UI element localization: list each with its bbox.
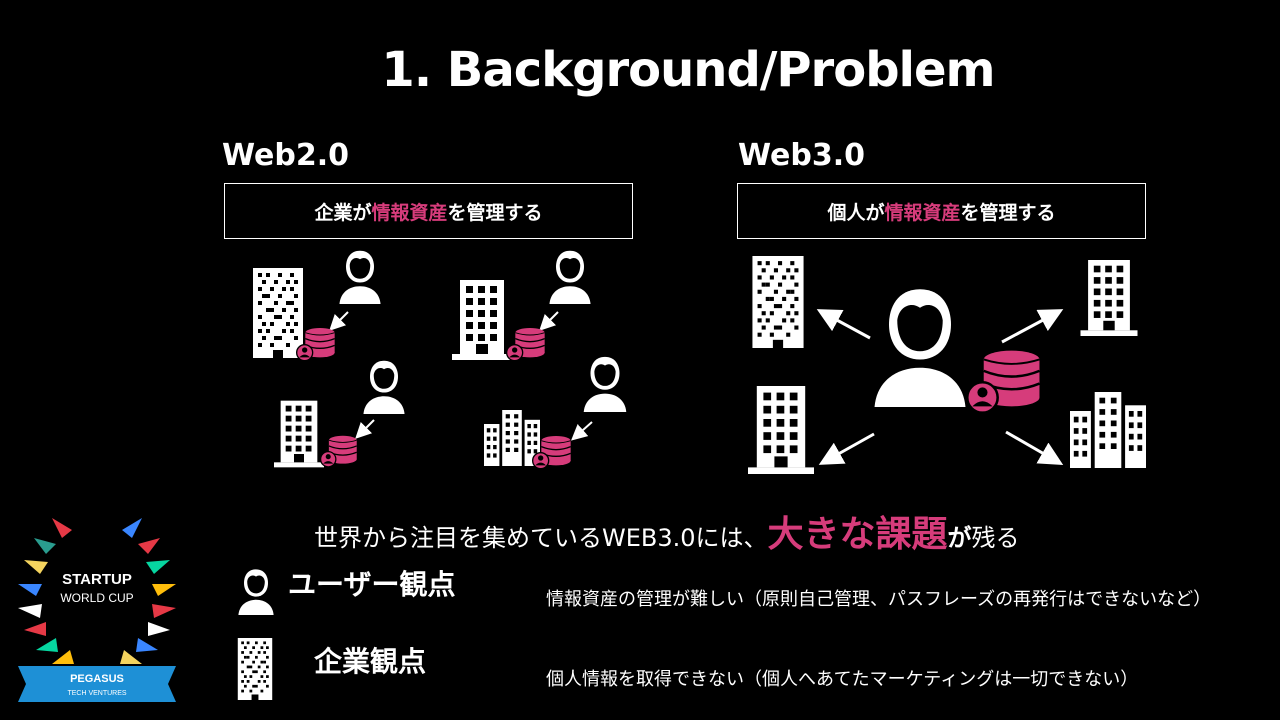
logo-line2: WORLD CUP [60, 591, 133, 605]
database-icon [320, 435, 358, 468]
database-icon [966, 349, 1041, 415]
web2-box-highlight: 情報資産 [371, 201, 448, 224]
office-tower-icon [752, 256, 804, 348]
company-viewpoint-desc: 個人情報を取得できない（個人へあてたマーケティングは一切できない） [546, 669, 1139, 690]
web2-description-box: 企業が情報資産を管理する [224, 183, 633, 239]
logo-line1: STARTUP [62, 571, 132, 588]
summary-post-bold: が [947, 524, 972, 552]
startup-world-cup-logo: STARTUP WORLD CUP PEGASUS TECH VENTURES [18, 518, 176, 702]
summary-pre: 世界から注目を集めているWEB3.0には、 [314, 524, 768, 552]
skyline-icon [484, 410, 540, 466]
person-icon [874, 289, 966, 407]
skyline-icon [1070, 392, 1146, 468]
slide-title: 1. Background/Problem [381, 42, 995, 98]
person-icon [339, 250, 381, 304]
logo-ribbon1: PEGASUS [70, 673, 124, 685]
person-icon [238, 569, 274, 615]
office-building-icon [748, 386, 814, 474]
office-building-icon [274, 400, 324, 468]
web2-box-post: を管理する [447, 201, 543, 224]
office-building-icon [452, 280, 512, 360]
user-viewpoint-label: ユーザー観点 [288, 568, 456, 601]
web3-description-box: 個人が情報資産を管理する [737, 183, 1146, 239]
user-viewpoint-icon [238, 569, 274, 615]
person-icon [583, 356, 627, 412]
office-tower-icon [253, 268, 303, 358]
person-icon [549, 250, 591, 304]
summary-post: 残る [971, 524, 1020, 552]
web3-box-pre: 個人が [827, 201, 885, 224]
summary-line: 世界から注目を集めているWEB3.0には、大きな課題が残る [314, 505, 1020, 557]
web2-heading: Web2.0 [222, 138, 349, 173]
logo-ribbon2: TECH VENTURES [67, 690, 126, 697]
company-viewpoint-icon [237, 638, 273, 700]
company-viewpoint-label: 企業観点 [314, 645, 427, 678]
web3-box-post: を管理する [960, 201, 1056, 224]
office-building-icon [1080, 260, 1138, 336]
web3-box-highlight: 情報資産 [884, 201, 961, 224]
web3-illustration [748, 256, 1146, 474]
summary-highlight: 大きな課題 [767, 514, 948, 555]
user-viewpoint-desc: 情報資産の管理が難しい（原則自己管理、パスフレーズの再発行はできないなど） [546, 589, 1212, 610]
office-tower-icon [237, 638, 273, 700]
person-icon [363, 360, 405, 414]
web2-box-pre: 企業が [314, 201, 372, 224]
web2-illustration [253, 250, 627, 470]
web3-heading: Web3.0 [738, 138, 865, 173]
database-icon [506, 327, 546, 362]
